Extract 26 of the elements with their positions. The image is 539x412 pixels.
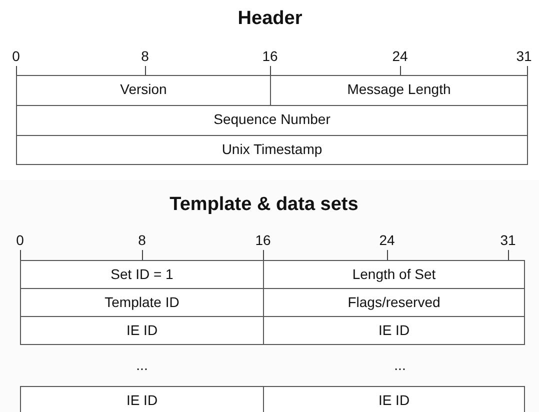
field-cell: IE ID [263,386,525,412]
bit-number: 16 [255,231,271,249]
bit-number: 31 [500,231,516,249]
field-cell: Length of Set [263,260,525,289]
bit-number: 31 [516,47,532,65]
bit-number: 24 [379,231,395,249]
ellipsis: ... [136,356,148,374]
field-cell: Version [16,75,271,106]
field-cell: Sequence Number [16,105,528,136]
field-cell: Template ID [20,288,264,317]
bit-number: 8 [141,47,149,65]
field-cell: Flags/reserved [263,288,525,317]
field-cell: IE ID [263,316,525,345]
bit-number: 16 [262,47,278,65]
bit-number: 0 [16,231,24,249]
section-heading: Template & data sets [170,193,358,217]
field-cell: Unix Timestamp [16,135,528,165]
bit-number: 0 [12,47,20,65]
ellipsis: ... [394,356,406,374]
field-cell: Message Length [270,75,528,106]
bit-number: 24 [392,47,408,65]
section-heading: Header [238,7,302,31]
field-cell: Set ID = 1 [20,260,264,289]
field-cell: IE ID [20,316,264,345]
bit-number: 8 [138,231,146,249]
field-cell: IE ID [20,386,264,412]
